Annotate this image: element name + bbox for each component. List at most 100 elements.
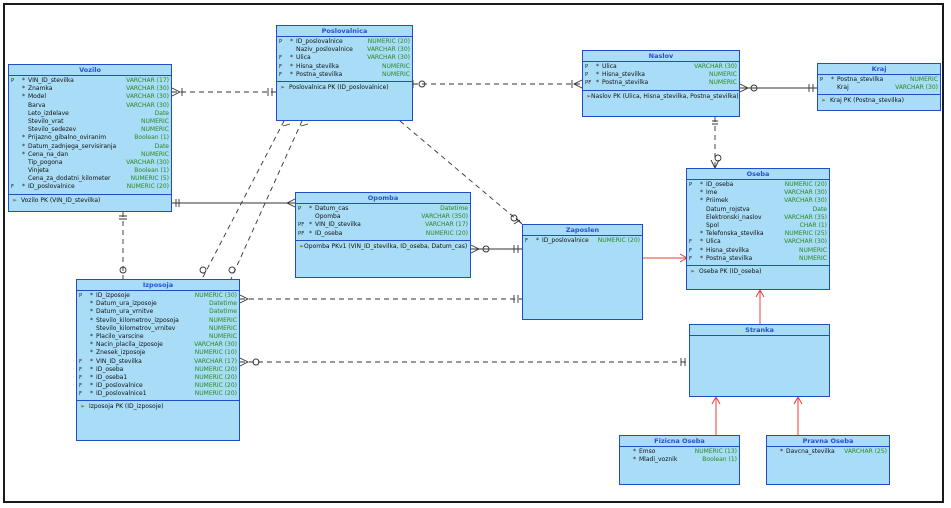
attribute-row[interactable]: Cena_za_dodatni_kilometer NUMERIC (5) [11,175,169,183]
attribute-type: VARCHAR (30) [784,189,827,197]
entity-title: Vozilo [9,65,171,76]
attribute-name: Datum_cas [315,205,349,212]
key-flag [689,206,700,214]
key-flag [11,151,22,159]
mandatory-flag: * [596,71,599,79]
key-flag [11,110,22,118]
entity-title: Fizicna Oseba [620,436,739,447]
key-flag [689,189,700,197]
attribute-name: Tip_pogona [28,158,63,166]
attribute-type: NUMERIC [209,324,237,332]
attribute-name: ID_poslovalnice [542,237,589,244]
mandatory-flag: * [633,448,636,455]
attribute-name: Cena_za_dodatni_kilometer [28,175,111,183]
attribute-name: Ulica [296,54,311,62]
key-arrow-icon: ➢ [690,267,696,275]
entity-title: Opomba [296,193,470,204]
mandatory-flag: * [700,238,703,246]
attribute-name: Priimek [706,197,729,205]
attribute-type: NUMERIC (20) [425,229,468,237]
key-flag: P [279,39,283,45]
attribute-type: VARCHAR (30) [895,84,938,92]
attribute-type: NUMERIC (5) [130,175,169,183]
entity-stranka[interactable]: Stranka [689,324,830,397]
attribute-type: NUMERIC [382,70,410,78]
mandatory-flag: * [309,229,312,237]
key-flag: F [525,238,529,244]
mandatory-flag: * [290,54,293,62]
mandatory-flag: * [22,77,25,84]
attribute-type: NUMERIC (20) [597,237,640,244]
key-flag [820,84,831,92]
entity-title: Zaposlen [523,225,642,236]
key-flag [79,317,90,325]
entity-title: Izposoja [77,280,239,291]
